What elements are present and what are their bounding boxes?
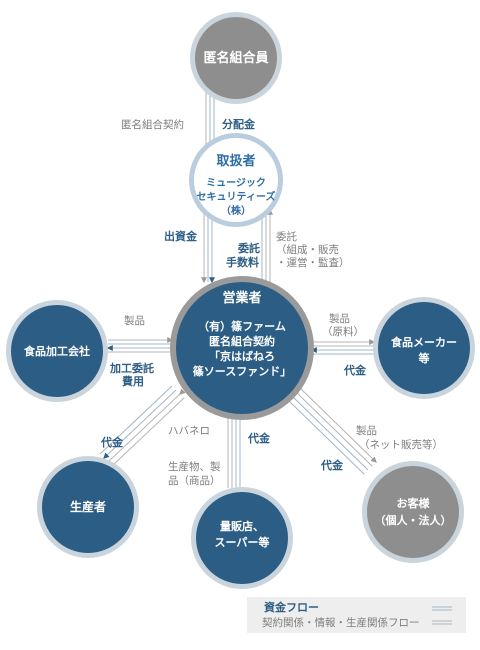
node-operator-title: 営業者 [222,290,261,306]
node-handler-line-3: （株） [221,204,251,217]
node-handler: 取扱者 ミュージック セキュリティーズ （株） [189,133,283,227]
connectors [99,85,377,488]
node-retailer-line-1: 量販店、 [220,519,264,533]
line-operator-customer-1 [299,387,377,463]
node-producer: 生産者 [37,456,139,558]
line-operator-producer-2 [107,388,186,463]
label-product-maker-2: （原料） [322,325,364,338]
node-customer-line-1: お客様 [397,496,431,510]
legend-money-label: 資金フロー [264,600,319,614]
node-handler-circle [194,138,278,222]
node-operator-line-2: 匿名組合契約 [209,334,275,348]
line-operator-customer-3 [286,390,369,471]
node-maker-line-2: 等 [418,351,430,365]
label-consignment-1: 委託 [276,230,297,243]
label-product-net-2: （ネット販売等） [359,438,443,451]
label-payment-maker: 代金 [343,363,367,377]
legend-box [247,597,466,633]
node-operator-circle [176,282,308,414]
line-operator-producer-3 [103,389,177,459]
node-operator-line-4: 篠ソースファンド」 [193,364,291,378]
label-consignment-2: （組成・販売 [276,243,339,256]
label-payment-producer: 代金 [100,435,124,449]
legend: 資金フロー 契約関係・情報・生産関係フロー [247,597,466,633]
line-operator-producer-1 [111,397,185,467]
node-processor: 食品加工会社 [6,300,108,402]
label-processing-fee-2: 費用 [121,374,144,388]
label-product-processor: 製品 [124,314,145,327]
node-operator-line-1: （有）篠ファーム [198,319,286,333]
node-retailer-line-2: スーパー等 [215,535,270,549]
label-investment: 出資金 [164,229,198,243]
node-retailer: 量販店、 スーパー等 [191,487,293,589]
node-processor-circle [11,305,103,397]
node-handler-line-1: ミュージック [206,177,266,189]
node-operator: 営業者 （有）篠ファーム 匿名組合契約 「京はばねろ 篠ソースファンド」 [170,276,314,420]
label-produce-goods-2: 品（商品） [168,474,221,487]
label-product-net-1: 製品 [356,424,377,437]
node-processor-label: 食品加工会社 [24,344,90,358]
label-commission-fee-1: 委託 [237,241,260,255]
label-processing-fee-1: 加工委託 [109,361,154,375]
node-investor: 匿名組合員 [190,12,282,104]
node-customer-line-2: （個人・法人） [375,513,452,527]
node-maker: 食品メーカー 等 [373,297,475,399]
node-retailer-circle [196,492,288,584]
node-handler-line-2: セキュリティーズ [197,190,276,203]
label-consignment-3: ・運営・監査） [276,256,350,269]
node-producer-label: 生産者 [70,499,106,514]
node-maker-line-1: 食品メーカー [391,335,457,349]
node-maker-circle [378,302,470,394]
label-contract-investor: 匿名組合契約 [121,118,184,131]
label-commission-fee-2: 手数料 [226,255,259,269]
label-product-maker-1: 製品 [329,312,350,325]
node-investor-circle [195,17,277,99]
label-produce-goods-1: 生産物、製 [168,460,221,473]
node-handler-title: 取扱者 [216,153,255,169]
node-customer-circle [367,466,459,558]
line-operator-customer-4 [287,399,365,475]
label-payment-customer: 代金 [320,458,344,472]
label-habanero: ハバネロ [168,425,210,437]
node-customer: お客様 （個人・法人） [362,461,464,563]
label-distribution: 分配金 [222,117,256,131]
line-operator-producer-4 [99,385,173,455]
node-operator-line-3: 「京はばねろ [209,349,275,363]
line-operator-customer-2 [295,391,373,467]
node-investor-label: 匿名組合員 [203,50,268,66]
legend-contract-label: 契約関係・情報・生産関係フロー [262,616,420,629]
node-producer-circle [42,461,134,553]
label-payment-retailer: 代金 [247,431,271,445]
